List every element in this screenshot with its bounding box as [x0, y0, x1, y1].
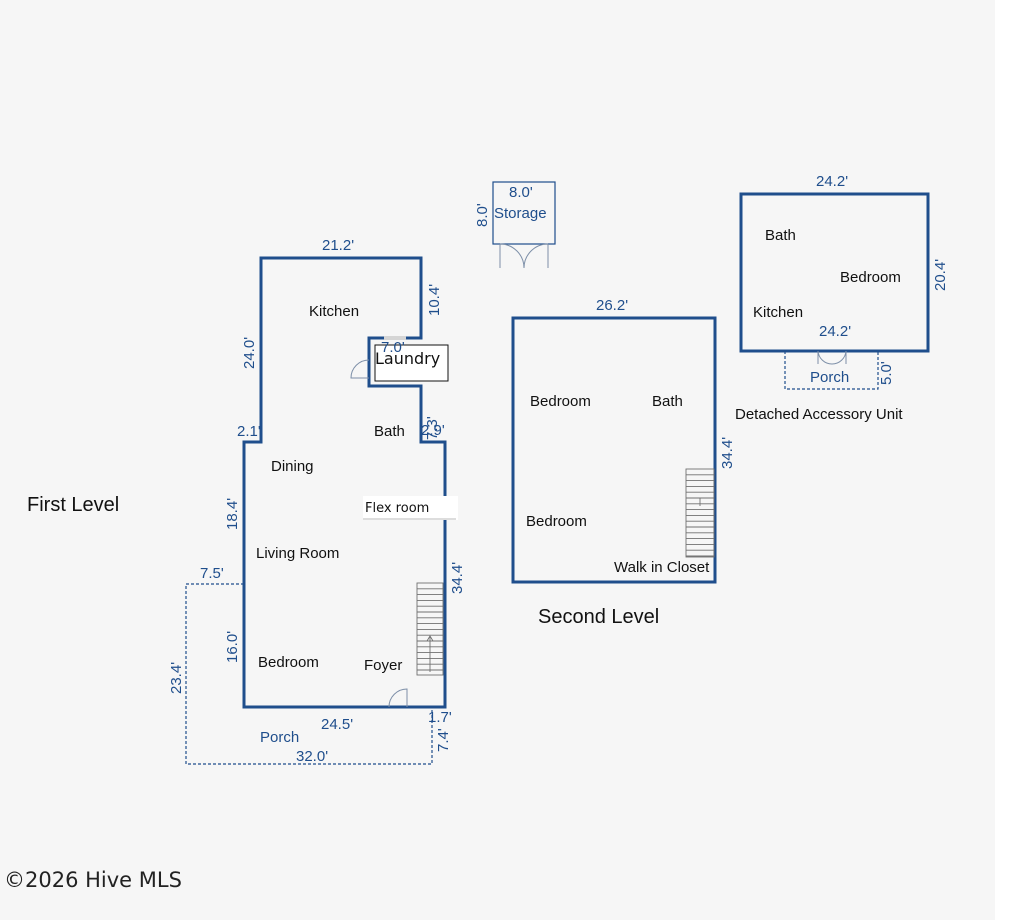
second-bedroom2-label: Bedroom: [526, 513, 587, 530]
dim-bath-a: 7.3': [424, 416, 441, 440]
second-bedroom1-label: Bedroom: [530, 393, 591, 410]
dim-accessory-top: 24.2': [816, 173, 848, 190]
accessory-porch-label: Porch: [810, 369, 849, 386]
dim-first-left-low: 16.0': [224, 631, 241, 663]
laundry-door-swing: [350, 359, 370, 379]
second-level-walls: [511, 316, 717, 584]
dim-storage-top: 8.0': [509, 184, 533, 201]
dim-first-left-top: 24.0': [241, 337, 258, 369]
laundry-label: Laundry: [375, 349, 440, 368]
second-level-plan: 26.2' 34.4' Bedroom Bath Bedroom Walk in…: [511, 297, 736, 628]
dim-first-right-mid: 34.4': [449, 562, 466, 594]
bedroom-label: Bedroom: [258, 654, 319, 671]
dim-second-right: 34.4': [719, 437, 736, 469]
dim-laundry: 7.0': [381, 339, 405, 356]
dim-porch-small: 1.7': [428, 709, 452, 726]
laundry-threshold: [384, 336, 406, 340]
first-level-walls: [242, 256, 447, 709]
dim-storage-left: 8.0': [474, 203, 491, 227]
dim-porch-bottom: 32.0': [296, 748, 328, 765]
bath-label: Bath: [374, 423, 405, 440]
dim-accessory-porch: 5.0': [878, 361, 895, 385]
porch-label: Porch: [260, 729, 299, 746]
second-level-stairs: [685, 468, 715, 558]
first-level-plan: Laundry Flex room Kitchen Bath Dining Li…: [27, 237, 466, 765]
accessory-unit-walls: [739, 192, 930, 353]
dim-first-bottom: 24.5': [321, 716, 353, 733]
dim-bath-b: 2.9': [421, 422, 445, 439]
accessory-door-swing: [817, 350, 847, 365]
dim-first-left-mid: 18.4': [224, 498, 241, 530]
copyright-watermark: ©2026 Hive MLS: [4, 868, 182, 892]
storage-walls: [492, 181, 556, 245]
flex-room-label-box: [363, 496, 458, 520]
walk-in-closet-label: Walk in Closet: [614, 559, 710, 576]
foyer-label: Foyer: [364, 657, 402, 674]
dining-label: Dining: [271, 458, 314, 475]
accessory-unit-title: Detached Accessory Unit: [735, 406, 903, 423]
first-level-title: First Level: [27, 494, 119, 516]
laundry-label-box: [374, 344, 449, 382]
second-level-title: Second Level: [538, 606, 659, 628]
flex-room-label: Flex room: [365, 501, 429, 516]
kitchen-label: Kitchen: [309, 303, 359, 320]
dim-step-left: 2.1': [237, 423, 261, 440]
dim-accessory-right: 20.4': [932, 259, 949, 291]
accessory-porch-outline: [784, 351, 879, 390]
first-level-porch-outline: [185, 583, 433, 765]
accessory-bedroom-label: Bedroom: [840, 269, 901, 286]
second-bath-label: Bath: [652, 393, 683, 410]
accessory-kitchen-label: Kitchen: [753, 304, 803, 321]
dim-porch-right: 7.4': [435, 728, 452, 752]
dim-porch-top: 7.5': [200, 565, 224, 582]
storage-label: Storage: [494, 205, 547, 222]
dim-accessory-inner: 24.2': [819, 323, 851, 340]
accessory-unit-plan: 24.2' 20.4' 24.2' 5.0' Bath Bedroom Kitc…: [735, 173, 949, 423]
dim-porch-left: 23.4': [168, 662, 185, 694]
storage-door-swing: [499, 243, 549, 269]
accessory-bath-label: Bath: [765, 227, 796, 244]
dim-first-top: 21.2': [322, 237, 354, 254]
first-level-stairs: [416, 582, 444, 676]
storage-plan: 8.0' 8.0' Storage: [474, 181, 556, 269]
dim-second-top: 26.2': [596, 297, 628, 314]
dim-first-right-top: 10.4': [426, 284, 443, 316]
front-door-swing: [388, 688, 408, 708]
living-room-label: Living Room: [256, 545, 339, 562]
